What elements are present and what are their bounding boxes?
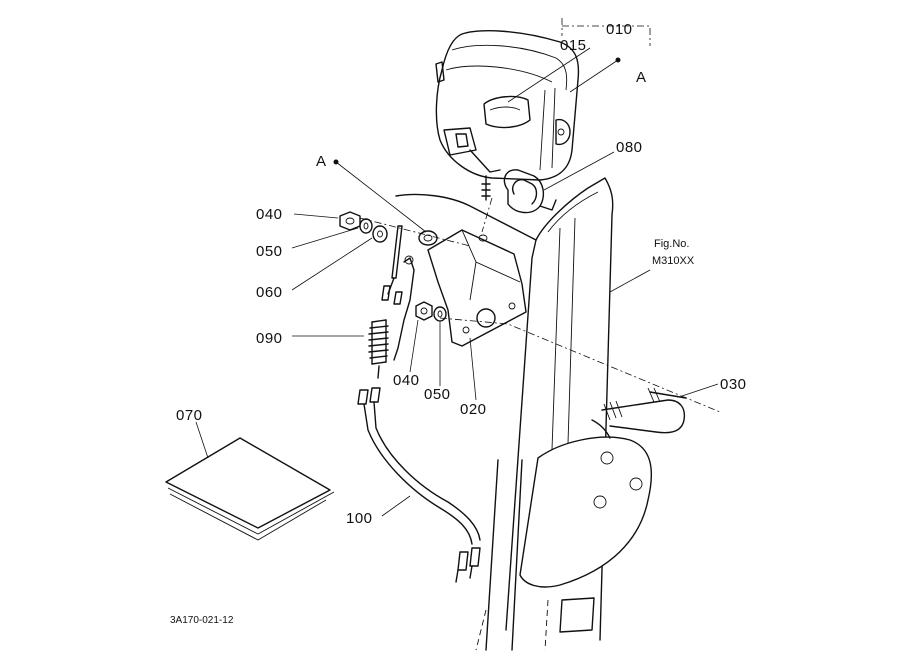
washer-050-upper: [359, 218, 373, 234]
harness-100: [357, 387, 481, 583]
part-labels: 010 015 080 040 050 060 090 040 050 020 …: [170, 21, 747, 626]
view-marker-a-top: A: [636, 69, 647, 86]
leader-lines: [195, 47, 719, 517]
label-010: 010: [606, 21, 633, 38]
fig-label: Fig.No.: [654, 238, 689, 250]
label-060: 060: [256, 284, 283, 301]
view-marker-a-left: A: [316, 153, 327, 170]
label-015: 015: [560, 37, 587, 54]
label-040-upper: 040: [256, 206, 283, 223]
label-090: 090: [256, 330, 283, 347]
washer-060: [372, 225, 388, 243]
u-bolt: [601, 387, 687, 434]
grommet: [418, 230, 438, 246]
manual-070: [165, 437, 335, 541]
clip-080: [503, 169, 557, 214]
label-100: 100: [346, 510, 373, 527]
label-020: 020: [460, 401, 487, 418]
work-light: [435, 30, 580, 201]
phantom-lines: [359, 18, 721, 413]
nut-040-upper: [339, 211, 361, 231]
drawing-code: 3A170-021-12: [170, 615, 234, 626]
fender-plate: [519, 419, 653, 633]
washer-050-lower: [433, 306, 447, 322]
nut-040-lower: [415, 301, 433, 321]
label-080: 080: [616, 139, 643, 156]
ref-dot-a-left: [333, 159, 339, 165]
rops-post: [475, 177, 614, 651]
switch-lead: [381, 225, 415, 361]
ref-dot-a-top: [615, 57, 621, 63]
label-070: 070: [176, 407, 203, 424]
label-050-lower: 050: [424, 386, 451, 403]
label-030: 030: [720, 376, 747, 393]
fig-number: M310XX: [652, 255, 695, 267]
label-040-lower: 040: [393, 372, 420, 389]
spring-coil-090: [368, 319, 389, 379]
mounting-bracket: [395, 193, 537, 347]
label-050-upper: 050: [256, 243, 283, 260]
